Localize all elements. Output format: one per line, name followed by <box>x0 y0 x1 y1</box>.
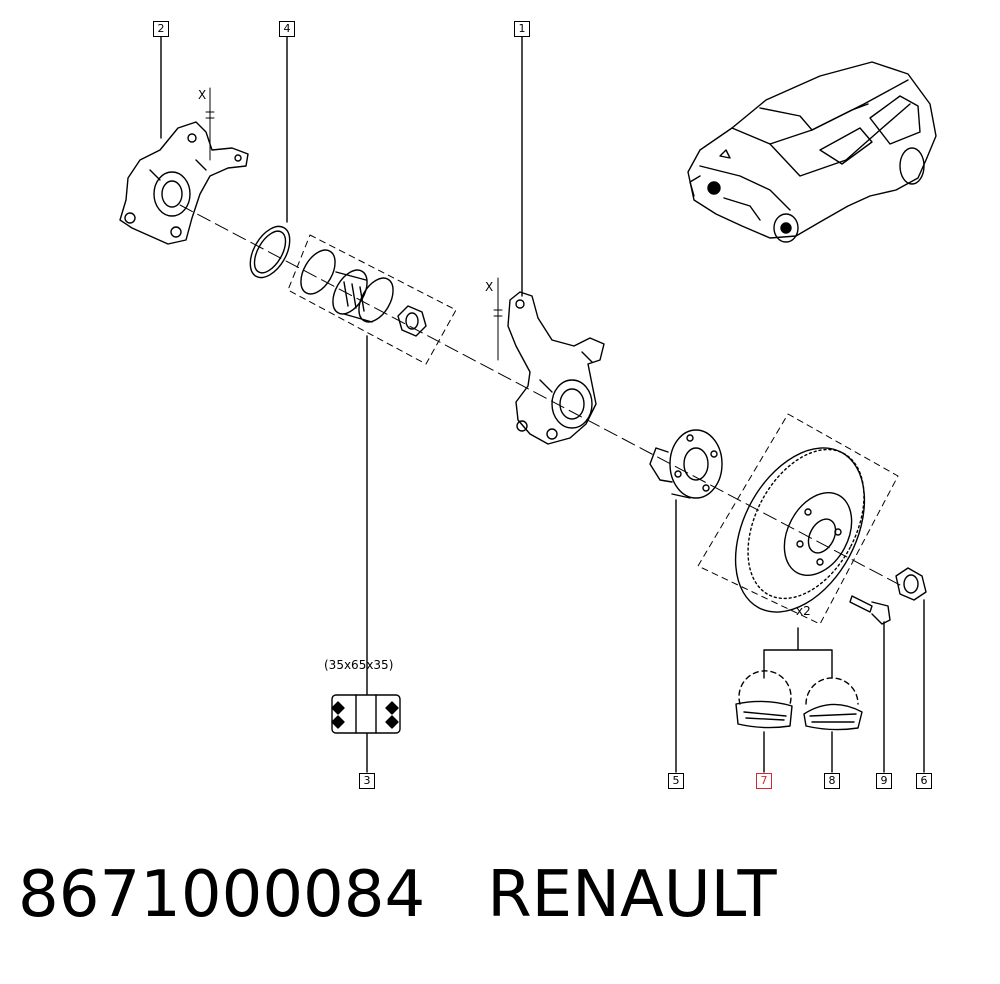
detail-bracket <box>763 627 833 679</box>
brand-name: RENAULT <box>487 858 777 932</box>
part-5-wheel-hub-drawing <box>649 429 723 499</box>
brake-disc-dashed-box <box>697 413 899 625</box>
part-6-hub-nut-drawing <box>895 567 927 601</box>
inner-circlip <box>300 249 336 295</box>
callout-3[interactable]: 3 <box>359 773 375 789</box>
part-9-bolt-drawing <box>849 595 891 625</box>
bearing-section-icon <box>331 694 401 734</box>
axis-label-x-knuckle: X <box>485 280 494 294</box>
caption: 8671000084 RENAULT <box>18 858 978 948</box>
callout-8[interactable]: 8 <box>824 773 840 789</box>
exploded-parts-diagram <box>119 35 937 773</box>
part-1-hub-carrier-drawing <box>507 291 605 445</box>
quantity-label: x2 <box>796 604 811 618</box>
brake-disc-drawing <box>734 447 866 613</box>
part-4-circlip-drawing <box>249 225 291 279</box>
part-number: 8671000084 <box>18 858 426 932</box>
callout-7[interactable]: 7 <box>756 773 772 789</box>
callout-4[interactable]: 4 <box>279 21 295 37</box>
car-illustration <box>687 61 937 243</box>
callout-1[interactable]: 1 <box>514 21 530 37</box>
detail-7-drawing <box>735 670 793 729</box>
axis-marker-knuckle <box>493 277 503 361</box>
bearing-size-label: (35x65x35) <box>324 658 394 672</box>
callout-2[interactable]: 2 <box>153 21 169 37</box>
wheel-bearing-drawing <box>332 269 394 323</box>
callout-5[interactable]: 5 <box>668 773 684 789</box>
part-2-knuckle-drawing <box>119 121 249 245</box>
kit-nut-drawing <box>397 305 427 337</box>
callout-6[interactable]: 6 <box>916 773 932 789</box>
axis-marker-top <box>205 87 215 161</box>
callout-9[interactable]: 9 <box>876 773 892 789</box>
assembly-axis-line <box>179 204 901 586</box>
axis-label-x-top: X <box>198 88 207 102</box>
detail-8-drawing <box>803 677 863 731</box>
bearing-kit-dashed-box <box>287 234 457 365</box>
